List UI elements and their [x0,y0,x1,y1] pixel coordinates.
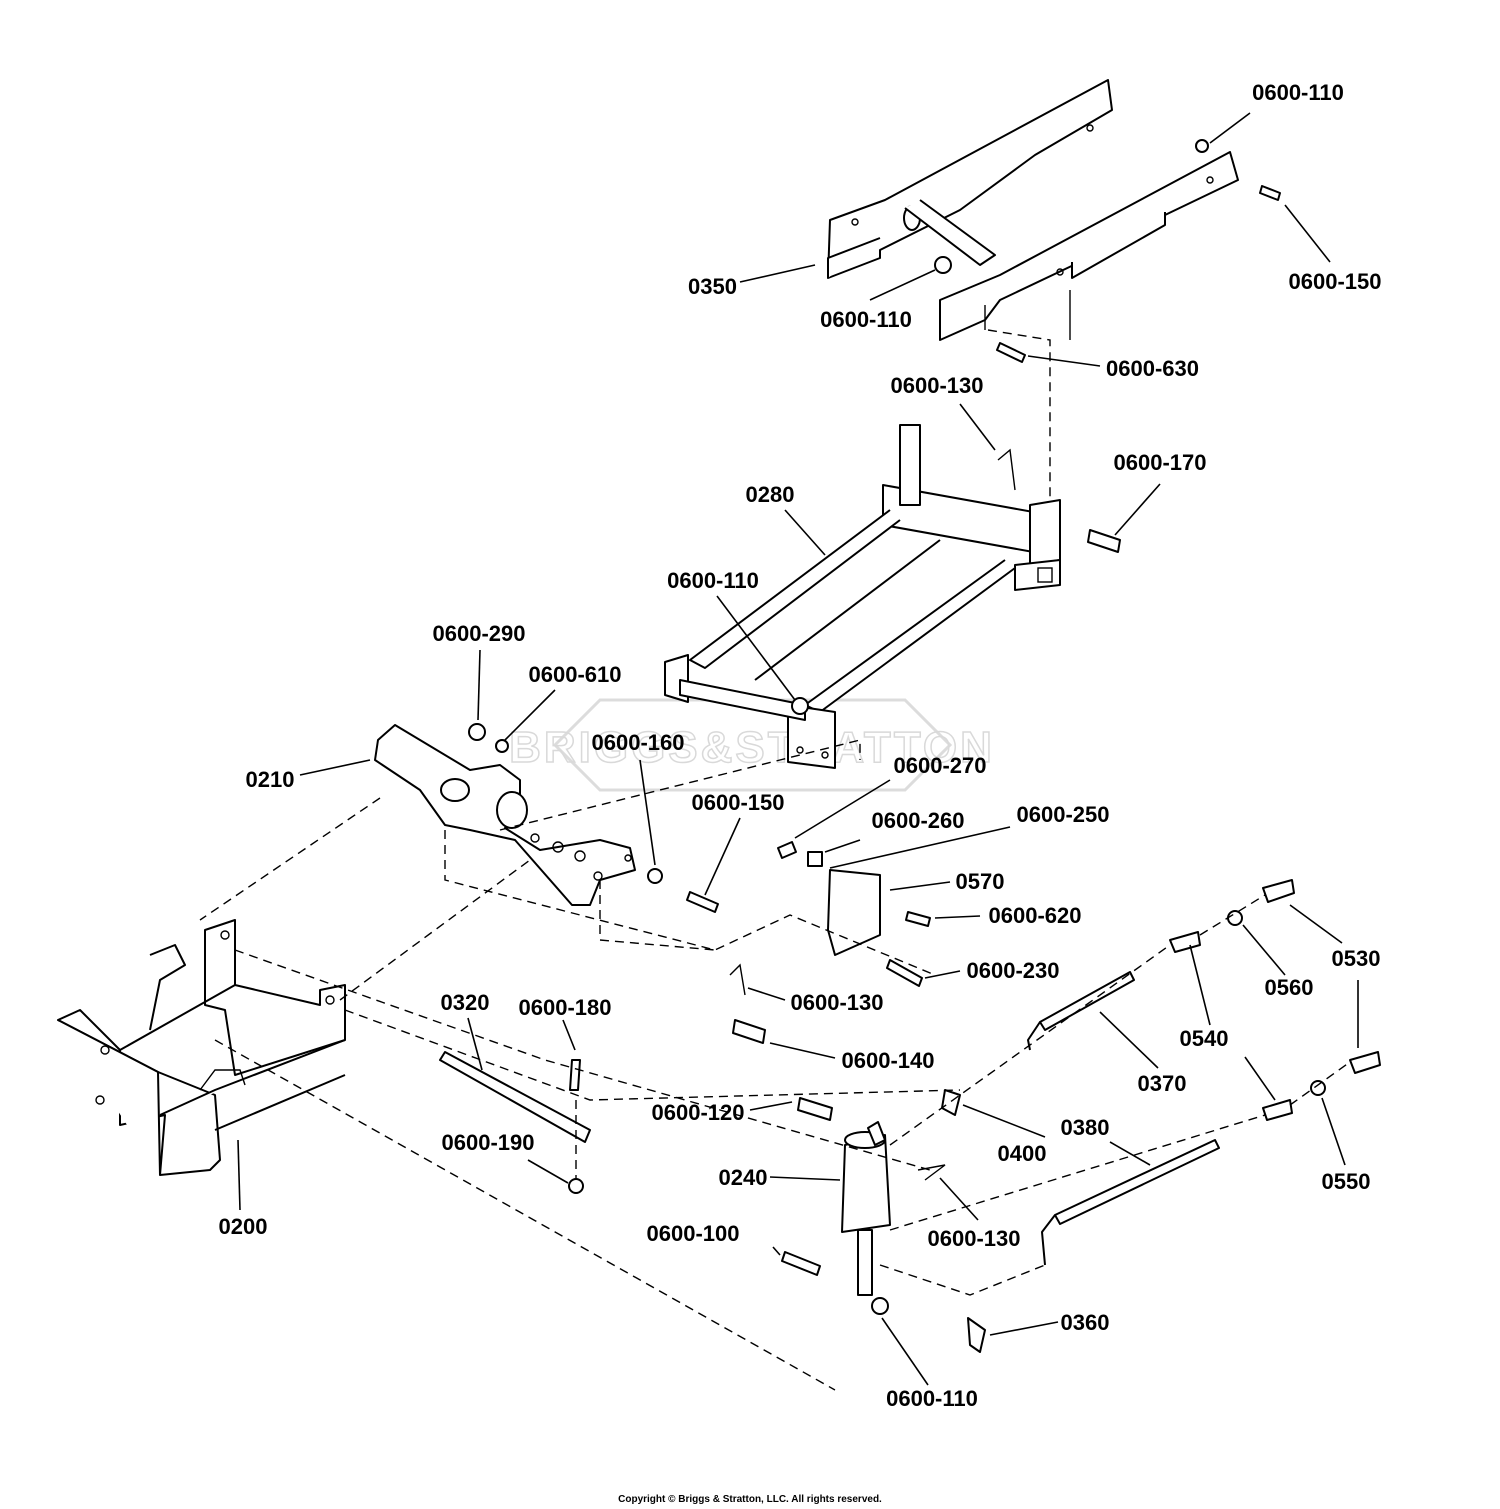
hardware-pieces [468,139,1381,1353]
callout-0600-130: 0600-130 [791,990,884,1015]
callout-0600-130: 0600-130 [928,1226,1021,1251]
part-0240-cylinder [841,1121,891,1296]
callout-0600-140: 0600-140 [842,1048,935,1073]
callout-0600-250: 0600-250 [1017,802,1110,827]
callout-0530: 0530 [1332,946,1381,971]
callout-0210: 0210 [246,767,295,792]
callout-0600-260: 0600-260 [872,808,965,833]
callout-0600-610: 0600-610 [529,662,622,687]
callout-0600-130: 0600-130 [891,373,984,398]
callout-0600-230: 0600-230 [967,958,1060,983]
callout-0560: 0560 [1265,975,1314,1000]
callout-0600-290: 0600-290 [433,621,526,646]
part-0200-base-bracket [57,919,346,1176]
callout-0360: 0360 [1061,1310,1110,1335]
callout-0370: 0370 [1138,1071,1187,1096]
callout-0320: 0320 [441,990,490,1015]
callout-0350: 0350 [688,274,737,299]
part-0350-frame [827,79,1239,341]
svg-text:BRIGGS&STRATTON: BRIGGS&STRATTON [509,723,995,772]
callout-0200: 0200 [219,1214,268,1239]
callout-0600-120: 0600-120 [652,1100,745,1125]
watermark-logo: BRIGGS&STRATTON [508,698,995,792]
callout-0600-110: 0600-110 [667,568,759,593]
callout-0600-160: 0600-160 [592,730,685,755]
copyright-footer: Copyright © Briggs & Stratton, LLC. All … [618,1494,882,1505]
callout-0400: 0400 [998,1141,1047,1166]
callout-0380: 0380 [1061,1115,1110,1140]
part-0380-hose [1041,1139,1220,1266]
callout-0600-190: 0600-190 [442,1130,535,1155]
callout-0600-630: 0600-630 [1106,356,1199,381]
callout-labels: 0350 0600-110 0600-150 0600-110 0600-630… [219,80,1382,1411]
part-0370-hose [1027,971,1135,1051]
callout-0600-150: 0600-150 [1289,269,1382,294]
callout-0600-110: 0600-110 [886,1386,978,1411]
part-0210-lift-arm [374,724,636,906]
part-0320-rod [439,1051,591,1143]
callout-0570: 0570 [956,869,1005,894]
callout-0600-270: 0600-270 [894,753,987,778]
callout-0600-620: 0600-620 [989,903,1082,928]
callout-0600-100: 0600-100 [647,1221,740,1246]
callout-0240: 0240 [719,1165,768,1190]
assembly-dashed-lines [199,329,1351,1391]
callout-0600-170: 0600-170 [1114,450,1207,475]
part-0280-frame [664,424,1061,769]
callout-0600-110: 0600-110 [820,307,912,332]
leader-lines [237,112,1359,1386]
callout-0600-180: 0600-180 [519,995,612,1020]
callout-0280: 0280 [746,482,795,507]
callout-0550: 0550 [1322,1169,1371,1194]
callout-0600-110: 0600-110 [1252,80,1344,105]
callout-0540: 0540 [1180,1026,1229,1051]
callout-0600-150: 0600-150 [692,790,785,815]
